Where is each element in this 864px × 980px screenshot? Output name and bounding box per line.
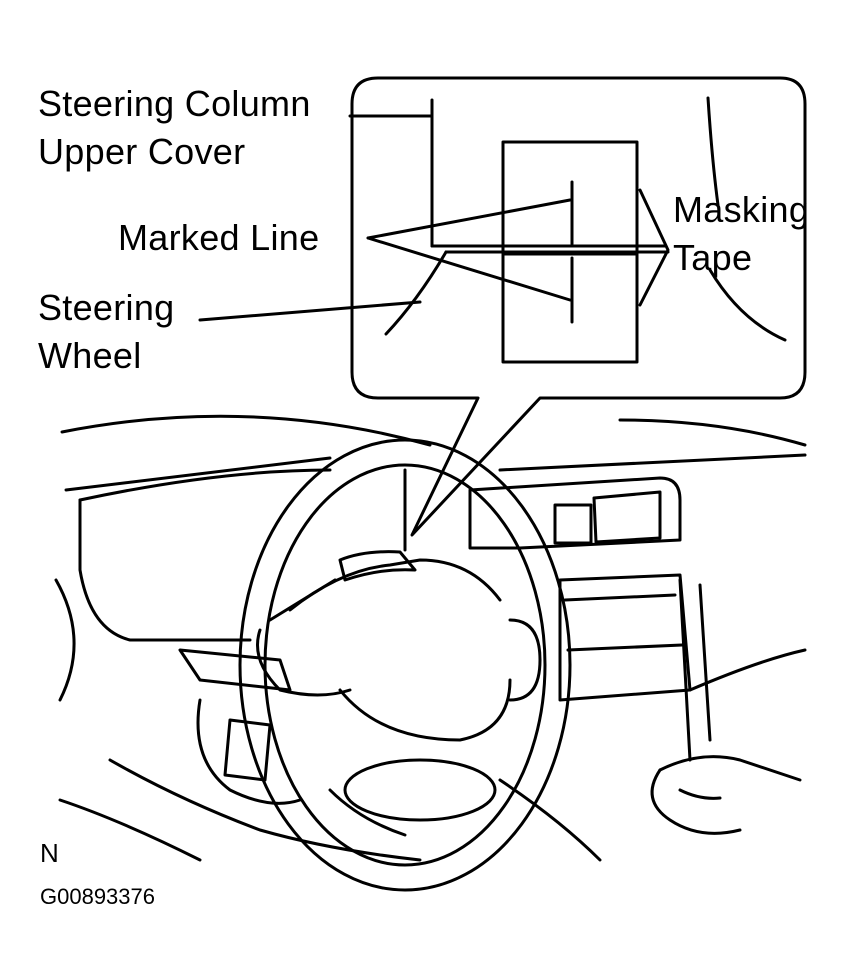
label-tape: Tape bbox=[673, 237, 753, 278]
inset-wheel-rim bbox=[384, 250, 787, 342]
label-steering-column: Steering Column bbox=[38, 83, 311, 124]
leader-lines bbox=[198, 114, 670, 322]
label-marked-line: Marked Line bbox=[118, 217, 320, 258]
label-wheel: Wheel bbox=[38, 335, 142, 376]
inset-column-cover bbox=[366, 96, 720, 248]
label-upper-cover: Upper Cover bbox=[38, 131, 246, 172]
dashboard bbox=[54, 414, 807, 862]
callout-bubble bbox=[350, 76, 807, 537]
orientation-mark: N bbox=[40, 838, 59, 868]
figure-code: G00893376 bbox=[40, 884, 155, 909]
label-steering: Steering bbox=[38, 287, 175, 328]
steering-column bbox=[178, 648, 302, 805]
hand bbox=[650, 755, 802, 835]
inset-masking-tape bbox=[501, 140, 639, 364]
steering-wheel bbox=[238, 438, 572, 892]
label-masking: Masking bbox=[673, 189, 810, 230]
